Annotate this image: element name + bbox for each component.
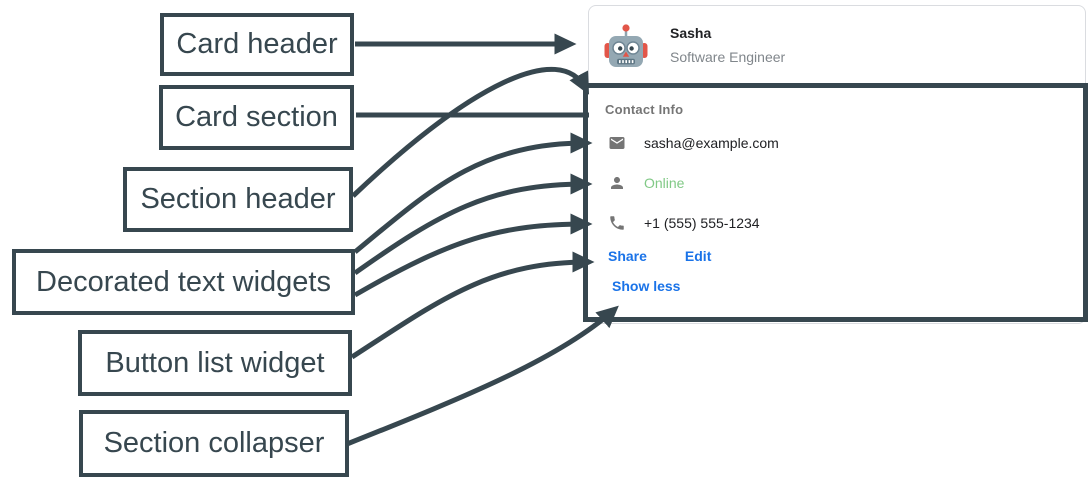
share-button[interactable]: Share <box>608 248 647 264</box>
arrow-decorated-text-status <box>353 173 593 276</box>
label-section-collapser: Section collapser <box>79 410 349 477</box>
label-section-collapser-text: Section collapser <box>103 427 325 459</box>
label-card-header: Card header <box>160 13 354 76</box>
robot-avatar-icon <box>604 24 648 67</box>
label-card-section-text: Card section <box>175 101 338 133</box>
button-list-widget: Share Edit <box>608 248 711 264</box>
label-section-header-text: Section header <box>140 183 336 215</box>
section-header-text: Contact Info <box>605 102 684 117</box>
card-header: Sasha Software Engineer <box>589 6 1085 69</box>
card-header-text: Sasha Software Engineer <box>670 21 785 69</box>
card-header-subtitle: Software Engineer <box>670 49 786 65</box>
arrow-decorated-text-email <box>353 132 593 254</box>
email-icon <box>609 137 625 149</box>
label-card-header-text: Card header <box>176 28 338 60</box>
arrow-decorated-text-phone <box>353 213 593 298</box>
card-header-name: Sasha <box>670 25 712 41</box>
decorated-text-phone: +1 (555) 555-1234 <box>608 214 760 232</box>
status-text: Online <box>644 175 685 191</box>
label-section-header: Section header <box>123 167 353 232</box>
card-section: Contact Info sasha@example.com Online +1… <box>583 83 1088 322</box>
decorated-text-email: sasha@example.com <box>608 134 779 152</box>
arrow-section-collapser <box>346 305 619 447</box>
label-decorated-text-widgets: Decorated text widgets <box>12 249 355 315</box>
arrow-section-header <box>351 66 590 198</box>
label-button-list-widget: Button list widget <box>78 330 352 396</box>
edit-button[interactable]: Edit <box>684 248 712 264</box>
email-text: sasha@example.com <box>644 135 779 151</box>
arrow-button-list <box>350 251 595 360</box>
decorated-text-status: Online <box>608 174 684 192</box>
section-collapser-button[interactable]: Show less <box>612 278 681 294</box>
label-decorated-text-widgets-text: Decorated text widgets <box>36 265 331 298</box>
label-button-list-widget-text: Button list widget <box>105 346 325 379</box>
phone-text: +1 (555) 555-1234 <box>644 215 760 231</box>
phone-icon <box>610 216 624 230</box>
person-icon <box>611 177 623 189</box>
label-card-section: Card section <box>159 85 354 150</box>
